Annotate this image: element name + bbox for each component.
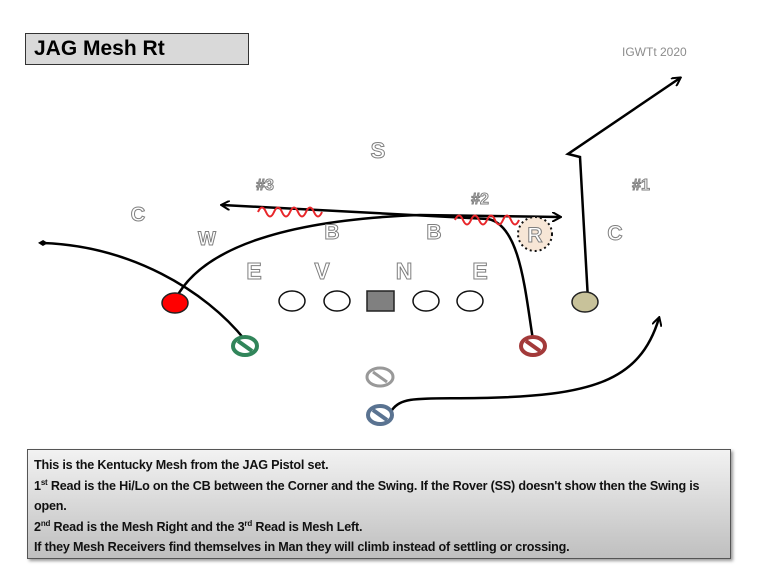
left-tackle (278, 290, 306, 312)
running-back-player (366, 404, 394, 426)
defender-c-left: C (131, 204, 145, 226)
note-num: 2 (34, 519, 41, 534)
route-1-corner (564, 78, 680, 301)
right-guard (412, 290, 440, 312)
center (366, 290, 395, 312)
note-sup: st (40, 477, 48, 487)
defender-c-right: C (607, 222, 622, 245)
receiver-1-player (571, 291, 599, 313)
note-sup: rd (244, 518, 253, 528)
play-notes: This is the Kentucky Mesh from the JAG P… (27, 449, 731, 559)
credit-text: IGWTt 2020 (622, 45, 687, 59)
route-2-mesh-right (173, 215, 560, 301)
note-line-4: If they Mesh Receivers find themselves i… (34, 540, 570, 554)
note-text: Read is Mesh Left. (252, 519, 363, 534)
defender-v: V (314, 258, 330, 284)
note-sup: nd (40, 518, 51, 528)
receiver-label-3: #3 (256, 177, 274, 194)
squiggle-2 (454, 214, 520, 226)
right-tackle (456, 290, 484, 312)
note-text: Read is the Mesh Right and the 3 (50, 519, 245, 534)
route-left-receiver (38, 240, 246, 341)
note-line-2: 1st Read is the Hi/Lo on the CB between … (34, 476, 724, 517)
note-line-3: 2nd Read is the Mesh Right and the 3rd R… (34, 517, 724, 538)
note-num: 1 (34, 478, 41, 493)
route-3-mesh-left (222, 205, 535, 341)
receiver-label-1: #1 (632, 177, 650, 194)
defender-w: W (198, 229, 216, 250)
left-guard (323, 290, 351, 312)
rover-circle (517, 216, 553, 252)
defender-r: R (527, 224, 542, 247)
defender-s: S (371, 138, 386, 163)
defender-b2: B (426, 221, 441, 244)
defender-e-left: E (246, 258, 261, 284)
defender-b1: B (324, 221, 339, 244)
left-receiver-player (231, 335, 259, 357)
receiver-label-2: #2 (471, 191, 489, 208)
note-text: Read is the Hi/Lo on the CB between the … (34, 478, 700, 514)
defender-n: N (396, 258, 413, 284)
squiggle-3 (257, 206, 323, 218)
route-swing (390, 318, 659, 411)
note-line-1: This is the Kentucky Mesh from the JAG P… (34, 458, 329, 472)
play-title: JAG Mesh Rt (25, 33, 249, 65)
quarterback-player (365, 366, 395, 388)
defender-e-right: E (472, 258, 487, 284)
receiver-3-player (519, 335, 547, 357)
receiver-2-player (161, 292, 189, 314)
